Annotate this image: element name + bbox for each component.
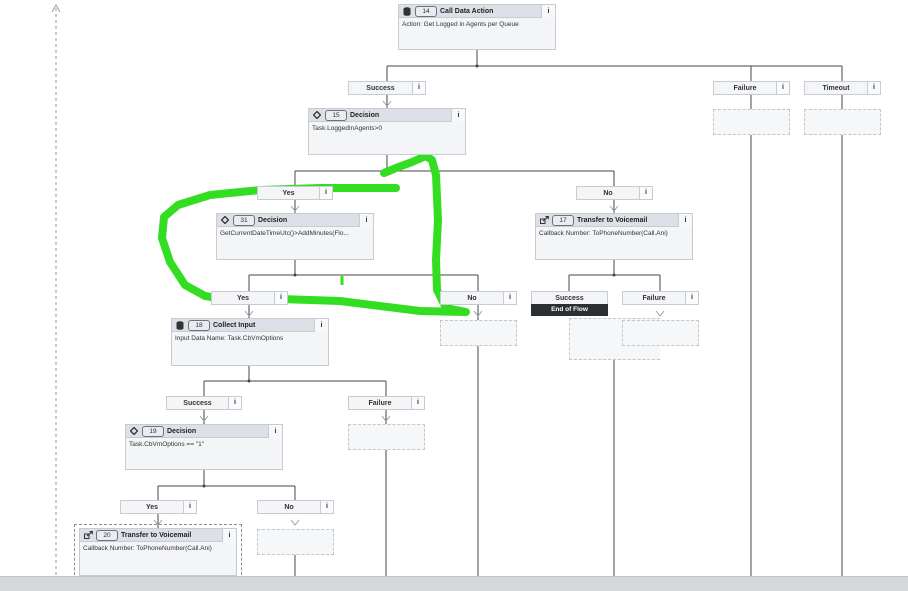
info-button[interactable]: i [274, 292, 287, 304]
drop-zone-failure-14[interactable] [713, 109, 790, 135]
info-button[interactable]: i [678, 214, 692, 227]
info-button[interactable]: i [685, 292, 698, 304]
branch-label: No [284, 503, 294, 511]
node-header: 18 Collect Input [172, 319, 328, 332]
diamond-icon [129, 426, 139, 436]
branch-label: No [603, 189, 613, 197]
node-number: 20 [96, 529, 118, 541]
node-number: 15 [325, 109, 347, 121]
branch-label: No [467, 294, 477, 302]
branch-label: Failure [642, 294, 666, 302]
horizontal-scrollbar[interactable] [0, 576, 908, 591]
database-icon [402, 6, 412, 16]
branch-no-19[interactable]: No i [257, 500, 334, 514]
node-number: 14 [415, 5, 437, 17]
branch-yes-19[interactable]: Yes i [120, 500, 197, 514]
info-button[interactable]: i [451, 109, 465, 122]
diamond-icon [312, 110, 322, 120]
node-header: 14 Call Data Action [399, 5, 555, 18]
drop-zone-no-31[interactable] [440, 320, 517, 346]
branch-label: Success [555, 294, 584, 302]
info-button[interactable]: i [359, 214, 373, 227]
node-title: Call Data Action [440, 7, 494, 15]
info-button[interactable]: i [503, 292, 516, 304]
branch-label: Failure [733, 84, 757, 92]
node-20-transfer-to-voicemail[interactable]: 20 Transfer to Voicemail i Callback Numb… [79, 528, 237, 576]
branch-label: Success [366, 84, 395, 92]
drop-zone-failure-18[interactable] [348, 424, 425, 450]
node-header: 17 Transfer to Voicemail [536, 214, 692, 227]
node-body: Task.CbVmOptions == "1" [129, 441, 205, 448]
info-button[interactable]: i [320, 501, 333, 513]
info-button[interactable]: i [183, 501, 196, 513]
node-body: Callback Number: ToPhoneNumber(Call.Ani) [83, 545, 212, 552]
branch-timeout-14[interactable]: Timeout i [804, 81, 881, 95]
node-title: Transfer to Voicemail [577, 216, 648, 224]
info-button[interactable]: i [268, 425, 282, 438]
branch-label: Success [183, 399, 212, 407]
info-button[interactable]: i [228, 397, 241, 409]
node-body: Callback Number: ToPhoneNumber(Call.Ani) [539, 230, 668, 237]
drop-zone-failure-17[interactable] [622, 320, 699, 346]
info-button[interactable]: i [314, 319, 328, 332]
branch-label: Yes [145, 503, 159, 511]
node-body: GetCurrentDateTimeUtc()>AddMinutes(Flo..… [220, 230, 349, 237]
node-title: Decision [350, 111, 380, 119]
branch-success-14[interactable]: Success i [348, 81, 426, 95]
drop-zone-timeout-14[interactable] [804, 109, 881, 135]
node-15-decision[interactable]: 15 Decision i Task.LoggedInAgents>0 [308, 108, 466, 155]
node-number: 17 [552, 214, 574, 226]
end-of-flow-badge: End of Flow [531, 304, 608, 316]
branch-failure-17[interactable]: Failure i [622, 291, 699, 305]
database-icon [175, 320, 185, 330]
branch-yes-31[interactable]: Yes i [211, 291, 288, 305]
node-title: Decision [167, 427, 197, 435]
branch-success-17[interactable]: Success [531, 291, 608, 305]
branch-label: Failure [368, 399, 392, 407]
node-header: 31 Decision [217, 214, 373, 227]
node-number: 18 [188, 319, 210, 331]
info-button[interactable]: i [867, 82, 880, 94]
branch-failure-14[interactable]: Failure i [713, 81, 790, 95]
node-header: 19 Decision [126, 425, 282, 438]
node-header: 20 Transfer to Voicemail [80, 529, 236, 542]
node-body: Input Data Name: Task.CbVmOptions [175, 335, 284, 342]
branch-no-15[interactable]: No i [576, 186, 653, 200]
branch-label: Yes [236, 294, 250, 302]
transfer-arrow-icon [83, 530, 93, 540]
node-body: Action: Get Logged in Agents per Queue [402, 21, 519, 28]
node-18-collect-input[interactable]: 18 Collect Input i Input Data Name: Task… [171, 318, 329, 366]
info-button[interactable]: i [776, 82, 789, 94]
node-body: Task.LoggedInAgents>0 [312, 125, 382, 132]
info-button[interactable]: i [319, 187, 332, 199]
transfer-arrow-icon [539, 215, 549, 225]
info-button[interactable]: i [541, 5, 555, 18]
node-31-decision[interactable]: 31 Decision i GetCurrentDateTimeUtc()>Ad… [216, 213, 374, 260]
branch-failure-18[interactable]: Failure i [348, 396, 425, 410]
node-header: 15 Decision [309, 109, 465, 122]
branch-yes-15[interactable]: Yes i [257, 186, 333, 200]
node-number: 31 [233, 214, 255, 226]
node-title: Decision [258, 216, 288, 224]
node-14-call-data-action[interactable]: 14 Call Data Action i Action: Get Logged… [398, 4, 556, 50]
node-title: Transfer to Voicemail [121, 531, 192, 539]
info-button[interactable]: i [639, 187, 652, 199]
diamond-icon [220, 215, 230, 225]
info-button[interactable]: i [412, 82, 425, 94]
node-title: Collect Input [213, 321, 256, 329]
node-17-transfer-to-voicemail[interactable]: 17 Transfer to Voicemail i Callback Numb… [535, 213, 693, 260]
node-number: 19 [142, 425, 164, 437]
branch-label: Timeout [822, 84, 850, 92]
node-19-decision[interactable]: 19 Decision i Task.CbVmOptions == "1" [125, 424, 283, 470]
branch-no-31[interactable]: No i [440, 291, 517, 305]
info-button[interactable]: i [411, 397, 424, 409]
drop-zone-no-19[interactable] [257, 529, 334, 555]
info-button[interactable]: i [222, 529, 236, 542]
branch-label: Yes [282, 189, 295, 197]
branch-success-18[interactable]: Success i [166, 396, 242, 410]
